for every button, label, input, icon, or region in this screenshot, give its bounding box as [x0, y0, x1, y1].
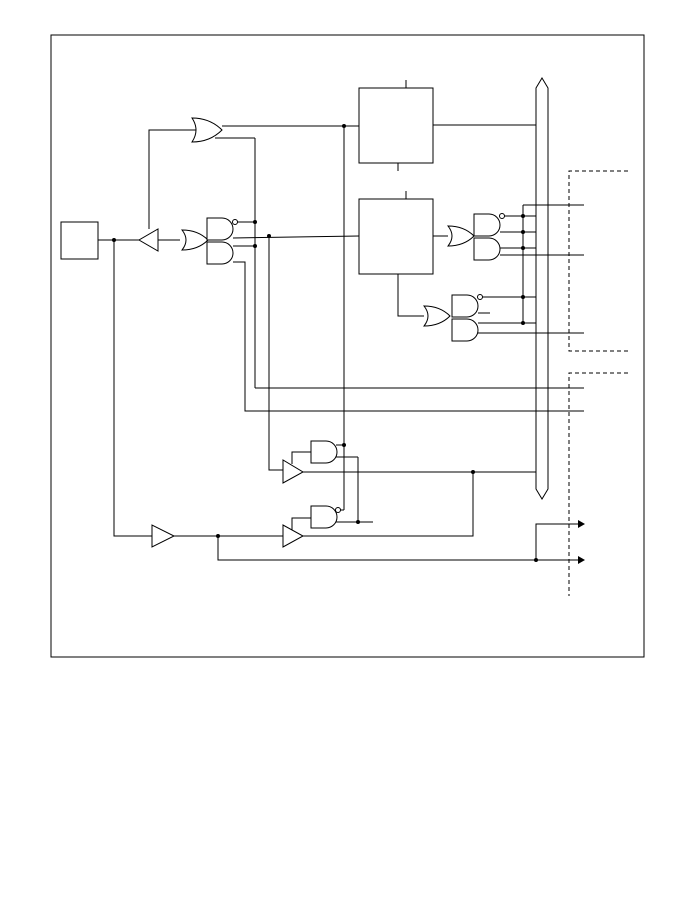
and-gate-lower-right-1 [451, 294, 479, 318]
and-gate-left-1 [206, 217, 234, 241]
and-gate-right-1 [473, 213, 501, 237]
or-gate-left [180, 229, 209, 251]
register-block-bottom [358, 198, 434, 275]
register-block-top [358, 87, 434, 164]
and-gate-right-2 [473, 237, 501, 261]
inversion-bubble-right [499, 213, 505, 219]
inversion-bubble-lower [335, 507, 341, 513]
output-arrow-lower-icon [578, 556, 585, 564]
and-gate-left-2 [206, 241, 234, 265]
or-gate-top [191, 117, 223, 143]
input-block [60, 221, 99, 260]
and-gate-lower-2 [310, 505, 338, 529]
buffer-lower-2 [282, 524, 305, 548]
junction-dots [112, 124, 538, 562]
connector-outline-lower [568, 372, 628, 596]
diagram-frame [50, 34, 645, 658]
or-gate-lower-right [422, 305, 451, 327]
output-arrow-upper-icon [578, 520, 585, 528]
inversion-bubble-left [232, 219, 238, 225]
wires [98, 124, 584, 561]
buffer-bottom-left [151, 524, 176, 548]
buffer-left [138, 228, 159, 252]
data-bus [535, 77, 549, 500]
or-gate-right [446, 225, 475, 247]
and-gate-lower-1 [310, 440, 338, 464]
buffer-lower-1 [282, 459, 305, 484]
inversion-bubble-lower-right [477, 294, 483, 300]
connector-outline-upper [568, 170, 628, 352]
and-gate-lower-right-2 [451, 318, 479, 342]
